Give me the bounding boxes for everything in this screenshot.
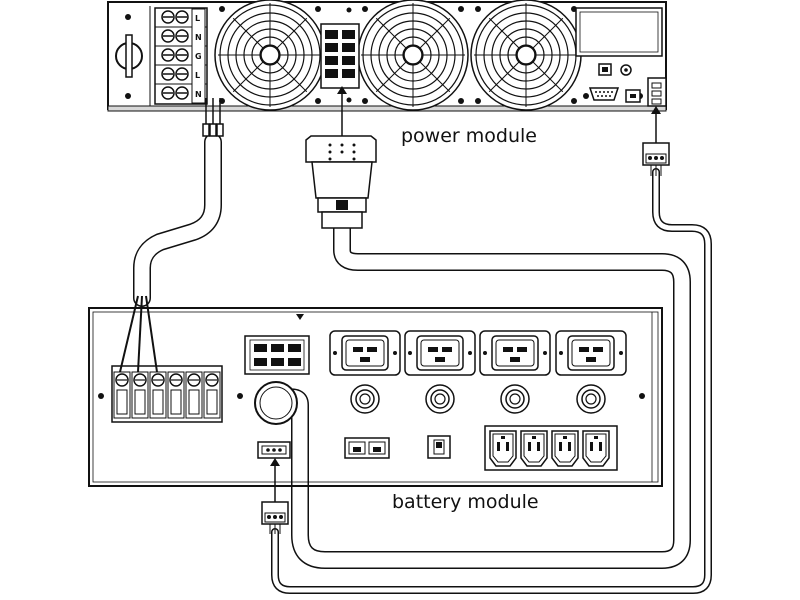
screw-icon — [237, 393, 243, 399]
screw-icon — [346, 97, 352, 103]
epo-port[interactable] — [625, 89, 641, 103]
screw-icon — [98, 393, 104, 399]
power-cable-plug[interactable] — [305, 86, 377, 229]
battery-input-socket[interactable] — [254, 381, 298, 425]
battery-terminal-block — [111, 365, 223, 423]
c19-outlet-3[interactable] — [479, 330, 551, 376]
serial-port[interactable] — [588, 87, 620, 101]
signal-plug-top[interactable] — [642, 106, 670, 176]
battery-signal-port[interactable] — [647, 77, 667, 107]
c19-outlet-2[interactable] — [404, 330, 476, 376]
input-terminal-block: L N G L N — [154, 7, 208, 105]
cover-plate-recess — [579, 11, 659, 53]
battery-module — [88, 307, 663, 487]
terminal-letter-5: N — [195, 90, 202, 99]
terminal-letter-3: G — [195, 52, 202, 61]
c13-outlet-2[interactable] — [520, 430, 548, 467]
output-outlets — [329, 330, 627, 471]
c13-outlet-3[interactable] — [551, 430, 579, 467]
battery-breaker-block[interactable] — [244, 335, 310, 375]
signal-cable — [271, 168, 712, 594]
terminal-letter-4: L — [195, 71, 200, 80]
outlet-breaker-3[interactable] — [500, 384, 530, 414]
terminal-letter-1: L — [195, 14, 200, 23]
power-module-bottom-edge — [107, 105, 667, 112]
fan-icon — [214, 0, 326, 111]
c19-outlet-4[interactable] — [555, 330, 627, 376]
circuit-breaker[interactable] — [115, 34, 143, 78]
terminal-letter-2: N — [195, 33, 202, 42]
c13-outlet-1[interactable] — [489, 430, 517, 467]
screw-icon — [125, 14, 131, 20]
fan-icon — [357, 0, 469, 111]
power-module: L N G L N — [107, 0, 667, 112]
cables — [133, 133, 712, 594]
input-wires-to-terminal — [119, 295, 158, 373]
fan-icon — [470, 0, 582, 111]
input-wire-ends — [202, 98, 224, 137]
outlet-breaker-4[interactable] — [576, 384, 606, 414]
signal-plug-bottom[interactable] — [261, 458, 289, 534]
screw-icon — [639, 393, 645, 399]
battery-module-label: battery module — [392, 491, 539, 513]
outlet-breaker-2[interactable] — [425, 384, 455, 414]
c19-outlet-1[interactable] — [329, 330, 401, 376]
screw-icon — [346, 7, 352, 13]
battery-module-chassis — [88, 307, 663, 487]
dip-switch[interactable] — [427, 435, 451, 459]
power-module-label: power module — [401, 125, 537, 147]
battery-signal-port[interactable] — [257, 441, 291, 459]
c13-outlet-4[interactable] — [582, 430, 610, 467]
power-module-output-connector[interactable] — [320, 23, 360, 89]
power-link-cable — [277, 219, 691, 569]
usb-port[interactable] — [598, 63, 612, 76]
screw-icon — [125, 93, 131, 99]
ac-input-cable — [133, 133, 222, 307]
network-surge-ports[interactable] — [344, 437, 390, 459]
outlet-breaker-1[interactable] — [350, 384, 380, 414]
screw-icon — [583, 93, 589, 99]
